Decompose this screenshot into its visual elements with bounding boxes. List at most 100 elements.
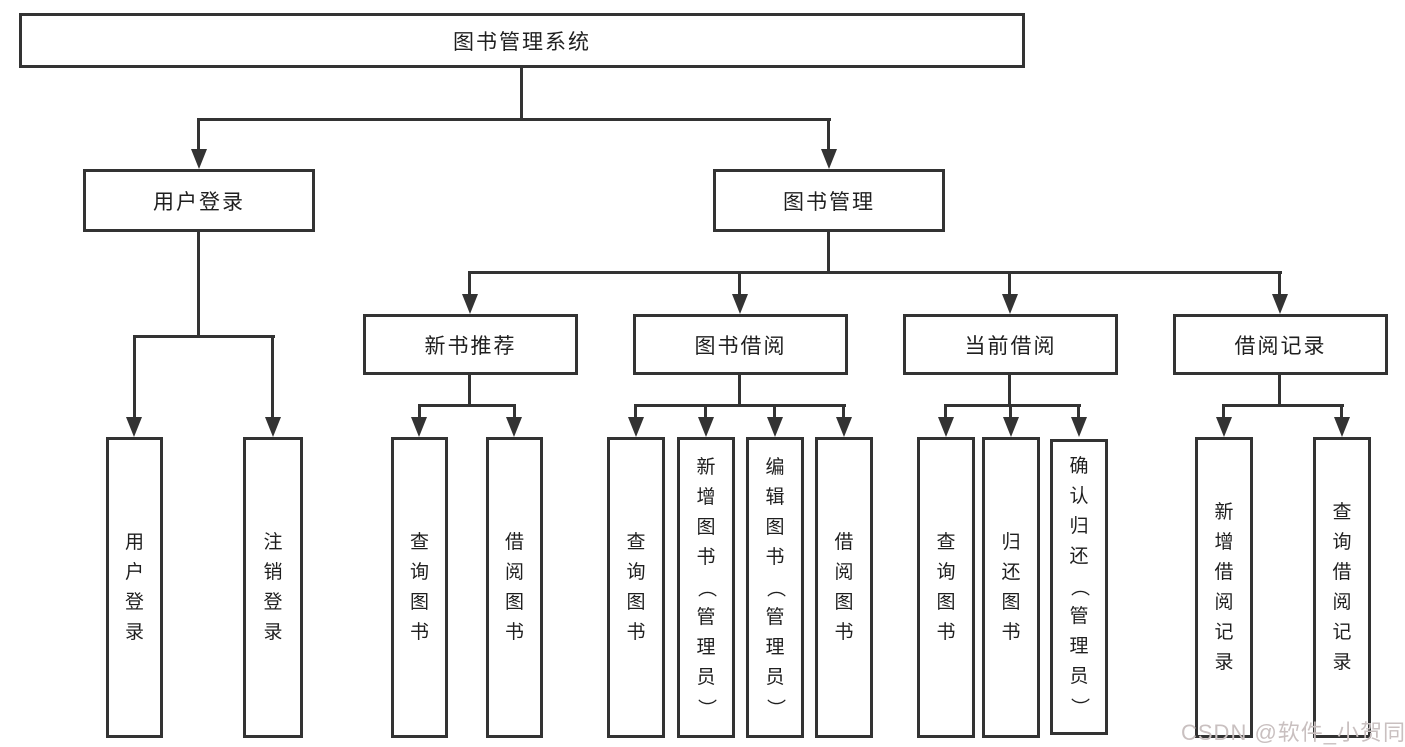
connector-root-stem (520, 68, 523, 120)
connector-newbooks-rail (418, 404, 516, 407)
arrowhead-bbquery (628, 417, 644, 437)
vertical-char: 询 (409, 561, 429, 583)
connector-brquery-drop (1340, 404, 1343, 418)
connector-userlogin-stem (197, 232, 200, 337)
node-leaf-br-query: 查询借阅记录 (1313, 437, 1371, 738)
node-leaf-bb-edit-label: 编辑图书（管理员） (765, 453, 786, 723)
vertical-char: 阅 (834, 561, 854, 583)
vertical-char: 还 (1069, 546, 1089, 567)
arrowhead-cbconfirm (1071, 417, 1087, 437)
node-leaf-bb-borrow-label: 借阅图书 (834, 528, 853, 648)
vertical-char: ） (695, 697, 717, 718)
vertical-char: 录 (263, 621, 283, 643)
node-leaf-logout-label: 注销登录 (263, 528, 282, 648)
connector-currentborrow-rail (944, 404, 1081, 407)
connector-bbborrow-drop (842, 404, 845, 418)
node-new-books-label: 新书推荐 (424, 334, 517, 358)
node-leaf-cb-confirm-label: 确认归还（管理员） (1069, 452, 1090, 722)
node-leaf-cb-confirm: 确认归还（管理员） (1050, 439, 1108, 735)
arrowhead-bbadd (698, 417, 714, 437)
arrowhead-nbquery (411, 417, 427, 437)
connector-bbadd-drop (704, 404, 707, 418)
arrowhead-userlogin (191, 149, 207, 169)
vertical-char: 管 (1069, 606, 1089, 627)
vertical-char: 记 (1332, 621, 1352, 643)
connector-bbedit-drop (773, 404, 776, 418)
arrowhead-borrowrecords (1272, 294, 1288, 314)
arrowhead-newbooks (462, 294, 478, 314)
node-leaf-bb-add-label: 新增图书（管理员） (696, 453, 717, 723)
vertical-char: 询 (1332, 531, 1352, 553)
connector-logout-leaf-drop (271, 335, 274, 417)
node-new-books: 新书推荐 (363, 314, 578, 375)
vertical-char: 图 (765, 516, 785, 538)
node-leaf-user-login-label: 用户登录 (125, 528, 144, 648)
node-leaf-user-login: 用户登录 (106, 437, 163, 738)
vertical-char: 图 (936, 591, 956, 613)
node-leaf-logout: 注销登录 (243, 437, 303, 738)
node-leaf-cb-query-label: 查询图书 (936, 528, 955, 648)
arrowhead-nbborrow (506, 417, 522, 437)
arrowhead-bookmgmt (821, 149, 837, 169)
vertical-char: 还 (1001, 561, 1021, 583)
vertical-char: 书 (626, 621, 646, 643)
vertical-char: 辑 (765, 486, 785, 508)
connector-borrowrecords-rail (1222, 404, 1344, 407)
node-leaf-br-add: 新增借阅记录 (1195, 437, 1253, 738)
connector-login-leaf-drop (133, 335, 136, 417)
node-leaf-bb-borrow: 借阅图书 (815, 437, 873, 738)
vertical-char: 查 (936, 531, 956, 553)
vertical-char: 理 (765, 636, 785, 658)
node-book-borrow: 图书借阅 (633, 314, 848, 375)
connector-nbborrow-drop (513, 404, 516, 418)
vertical-char: 图 (1001, 591, 1021, 613)
vertical-char: 录 (1332, 651, 1352, 673)
connector-cbreturn-drop (1009, 404, 1012, 418)
vertical-char: 书 (409, 621, 429, 643)
arrowhead-bookborrow (732, 294, 748, 314)
arrowhead-brquery (1334, 417, 1350, 437)
arrowhead-bbborrow (836, 417, 852, 437)
node-leaf-cb-return-label: 归还图书 (1001, 528, 1020, 648)
connector-level3-rail (468, 271, 1282, 274)
vertical-char: 员 (1069, 666, 1089, 687)
vertical-char: 书 (834, 621, 854, 643)
node-leaf-nb-borrow: 借阅图书 (486, 437, 543, 738)
vertical-char: 图 (504, 591, 524, 613)
arrowhead-bbedit (767, 417, 783, 437)
vertical-char: 图 (696, 516, 716, 538)
connector-currentborrow-stem (1008, 375, 1011, 407)
vertical-char: ） (1068, 697, 1090, 717)
node-root-label: 图书管理系统 (453, 30, 591, 54)
vertical-char: 登 (124, 591, 144, 613)
connector-bbquery-drop (634, 404, 637, 418)
vertical-char: （ (1068, 577, 1090, 597)
connector-nbquery-drop (418, 404, 421, 418)
connector-newbooks-stem (468, 375, 471, 407)
node-borrow-records: 借阅记录 (1173, 314, 1388, 375)
arrowhead-login-leaf (126, 417, 142, 437)
connector-bookborrow-stem (738, 375, 741, 407)
node-leaf-br-add-label: 新增借阅记录 (1214, 498, 1233, 678)
arrowhead-bradd (1216, 417, 1232, 437)
node-leaf-bb-query-label: 查询图书 (626, 528, 645, 648)
connector-bookborrow-drop (738, 271, 741, 296)
vertical-char: 询 (626, 561, 646, 583)
vertical-char: 员 (765, 666, 785, 688)
vertical-char: 管 (696, 606, 716, 628)
node-book-mgmt-label: 图书管理 (783, 190, 875, 214)
vertical-char: 阅 (504, 561, 524, 583)
node-leaf-bb-edit: 编辑图书（管理员） (746, 437, 804, 738)
vertical-char: 图 (626, 591, 646, 613)
vertical-char: 确 (1069, 456, 1089, 477)
arrowhead-logout-leaf (265, 417, 281, 437)
node-book-mgmt: 图书管理 (713, 169, 945, 232)
vertical-char: 查 (626, 531, 646, 553)
connector-level1-rail (197, 118, 831, 121)
connector-bookborrow-rail (634, 404, 846, 407)
vertical-char: 借 (1332, 561, 1352, 583)
vertical-char: 图 (409, 591, 429, 613)
vertical-char: 书 (1001, 621, 1021, 643)
node-current-borrow: 当前借阅 (903, 314, 1118, 375)
